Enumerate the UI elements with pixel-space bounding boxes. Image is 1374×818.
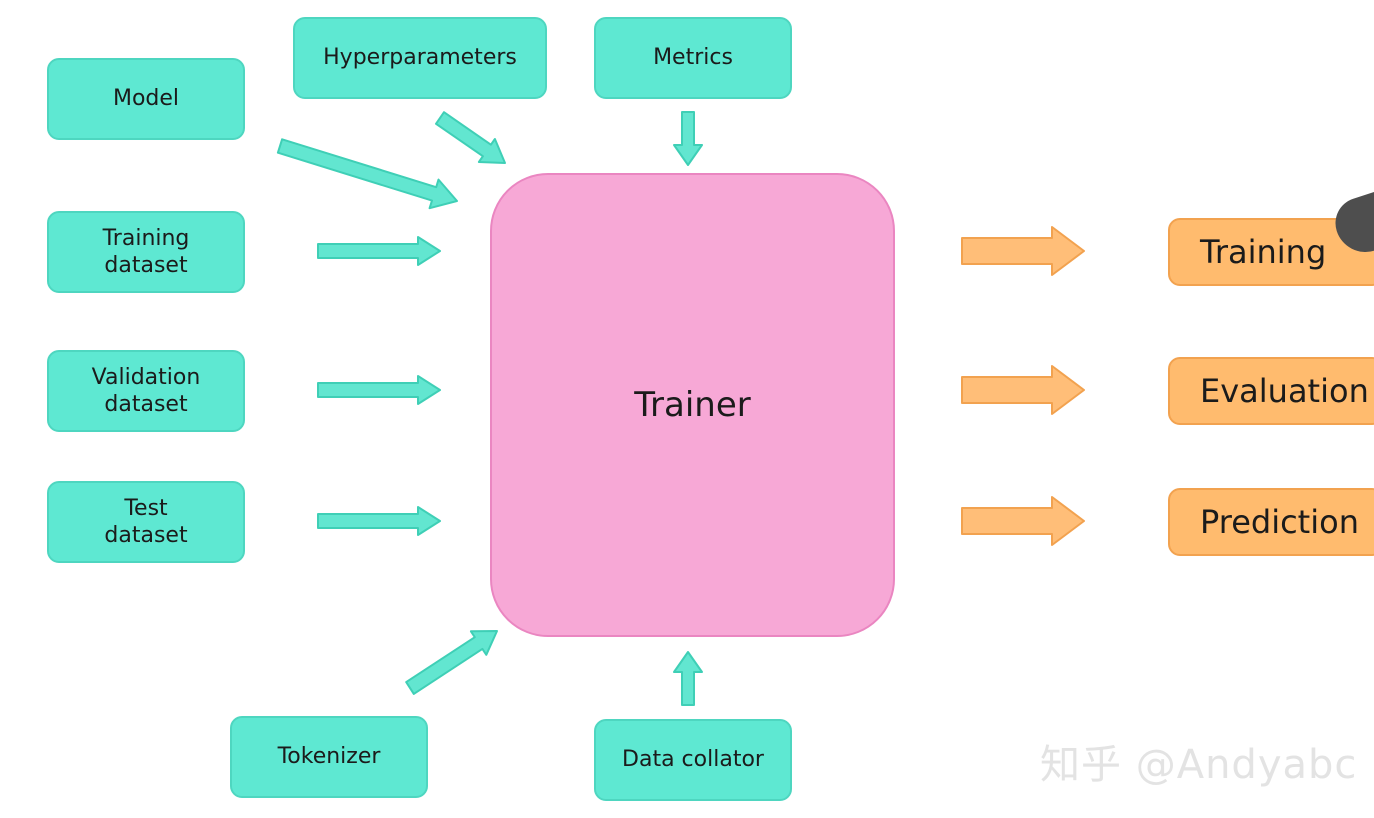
test-dataset-label: Test dataset — [104, 495, 187, 550]
hyperparameters-arrow — [436, 112, 505, 163]
metrics-label: Metrics — [653, 44, 733, 72]
evaluation-output-label: Evaluation — [1200, 371, 1369, 411]
training-dataset-arrow — [318, 237, 440, 265]
data-collator-arrow — [674, 652, 702, 705]
metrics-arrow — [674, 112, 702, 165]
data-collator-label: Data collator — [622, 746, 764, 774]
model-label: Model — [113, 85, 179, 113]
training-output-label: Training — [1200, 232, 1326, 272]
prediction-output-label: Prediction — [1200, 502, 1359, 542]
validation-dataset-node: Validation dataset — [47, 350, 245, 432]
test-dataset-arrow — [318, 507, 440, 535]
training-dataset-node: Training dataset — [47, 211, 245, 293]
prediction-output-node: Prediction — [1168, 488, 1374, 556]
trainer-node: Trainer — [490, 173, 895, 637]
prediction-output-arrow — [962, 497, 1084, 545]
tokenizer-label: Tokenizer — [278, 743, 381, 771]
hyperparameters-label: Hyperparameters — [323, 44, 517, 72]
evaluation-output-node: Evaluation — [1168, 357, 1374, 425]
tokenizer-arrow — [406, 631, 497, 694]
validation-dataset-label: Validation dataset — [92, 364, 201, 419]
tokenizer-node: Tokenizer — [230, 716, 428, 798]
hyperparameters-node: Hyperparameters — [293, 17, 547, 99]
training-output-arrow — [962, 227, 1084, 275]
metrics-node: Metrics — [594, 17, 792, 99]
validation-dataset-arrow — [318, 376, 440, 404]
model-arrow — [278, 139, 457, 208]
model-node: Model — [47, 58, 245, 140]
test-dataset-node: Test dataset — [47, 481, 245, 563]
data-collator-node: Data collator — [594, 719, 792, 801]
trainer-label: Trainer — [634, 384, 750, 427]
evaluation-output-arrow — [962, 366, 1084, 414]
training-dataset-label: Training dataset — [103, 225, 190, 280]
watermark-text: 知乎 @Andyabc — [1040, 732, 1357, 790]
